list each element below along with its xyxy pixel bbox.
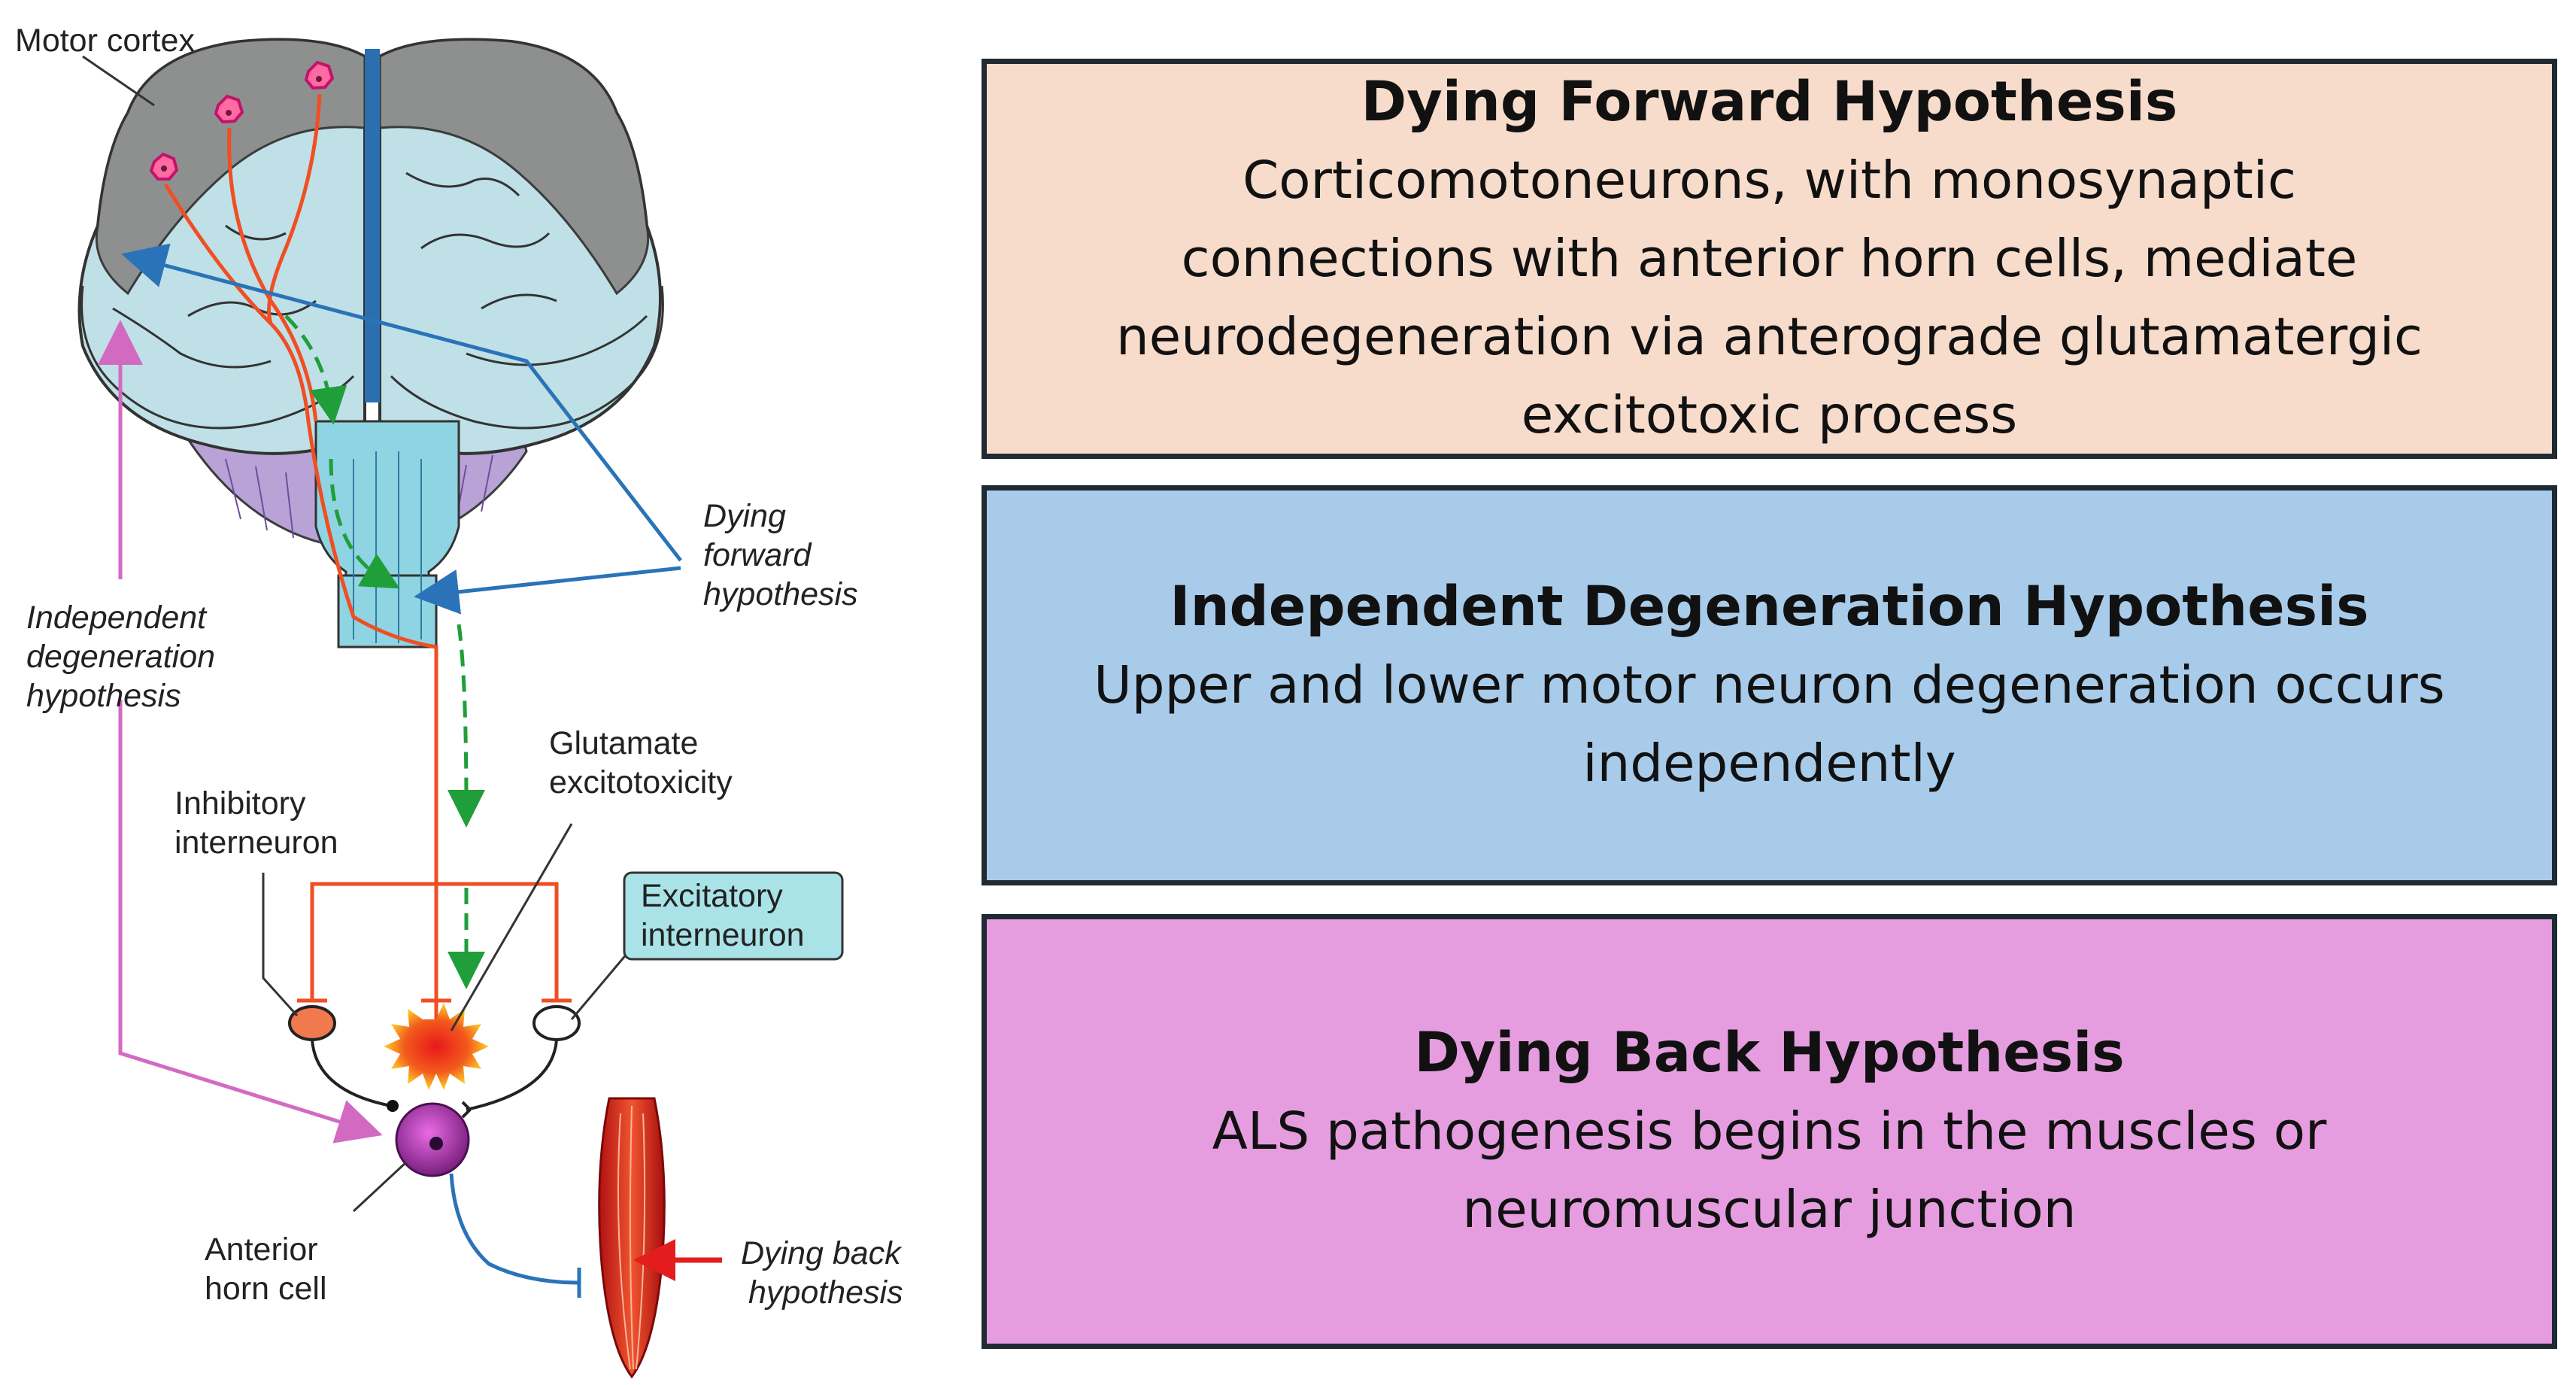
dying-forward-title: Dying Forward Hypothesis <box>1361 70 2178 134</box>
dying-forward-line-1: Corticomotoneurons, with monosynaptic <box>1242 150 2296 211</box>
dying-back-line-2: neuromuscular junction <box>1462 1180 2077 1240</box>
dying-back-label-1: Dying back <box>741 1235 903 1271</box>
glutamate-label-1: Glutamate <box>549 725 698 761</box>
glutamate-burst <box>384 1003 489 1090</box>
dying-forward-label-3: hypothesis <box>703 576 858 612</box>
independent-label-3: hypothesis <box>26 678 181 714</box>
dying-back-label-2: hypothesis <box>748 1274 903 1311</box>
independent-label-2: degeneration <box>26 639 215 675</box>
independent-label-1: Independent <box>26 600 208 636</box>
als-hypotheses-diagram: Motor cortex Dying forward hypothesis In… <box>15 23 903 1379</box>
dying-forward-label-1: Dying <box>703 498 786 534</box>
upper-motor-neurons <box>149 60 438 1023</box>
dying-back-title: Dying Back Hypothesis <box>1414 1021 2125 1085</box>
dying-forward-line-2: connections with anterior horn cells, me… <box>1181 229 2358 289</box>
anterior-label-2: horn cell <box>205 1271 327 1307</box>
dying-forward-label-2: forward <box>703 537 812 573</box>
excitatory-label-box <box>623 871 844 961</box>
independent-degeneration-panel: Independent Degeneration Hypothesis Uppe… <box>982 485 2557 885</box>
excitatory-label-1: Excitatory <box>641 878 783 914</box>
diagram-labels: Motor cortex Dying forward hypothesis In… <box>15 23 903 1311</box>
inhibitory-label-2: interneuron <box>174 825 338 861</box>
dying-back-line-1: ALS pathogenesis begins in the muscles o… <box>1212 1101 2327 1162</box>
label-leader-lines <box>82 55 633 1213</box>
independent-degeneration-line-1: Upper and lower motor neuron degeneratio… <box>1094 655 2445 715</box>
synaptic-branches <box>297 882 572 1003</box>
green-dashed-arrows <box>284 314 485 989</box>
muscle-illustration <box>598 1097 666 1379</box>
inhibitory-interneuron-cell <box>288 1005 336 1041</box>
dying-forward-panel: Dying Forward Hypothesis Corticomotoneur… <box>982 59 2557 459</box>
anterior-horn-nucleus <box>429 1137 443 1150</box>
independent-degeneration-title: Independent Degeneration Hypothesis <box>1170 575 2369 639</box>
independent-degeneration-line-2: independently <box>1582 734 1956 794</box>
dying-forward-line-4: excitotoxic process <box>1521 385 2018 445</box>
inhibitory-label-1: Inhibitory <box>174 785 306 822</box>
motor-cortex-label: Motor cortex <box>15 23 195 59</box>
excitatory-label-2: interneuron <box>641 917 805 953</box>
excitatory-synapse <box>461 1101 472 1119</box>
dying-back-panel: Dying Back Hypothesis ALS pathogenesis b… <box>982 914 2557 1349</box>
anterior-label-1: Anterior <box>205 1232 318 1268</box>
independent-degeneration-arrows <box>98 320 383 1144</box>
excitatory-interneuron-cell <box>532 1005 581 1041</box>
dying-forward-line-3: neurodegeneration via anterograde glutam… <box>1116 307 2423 367</box>
brain-illustration <box>77 38 664 648</box>
lower-motor-axon <box>449 1173 580 1285</box>
inhibitory-synapse <box>387 1100 399 1112</box>
glutamate-label-2: excitotoxicity <box>549 764 733 800</box>
dying-forward-arrows <box>120 243 682 615</box>
